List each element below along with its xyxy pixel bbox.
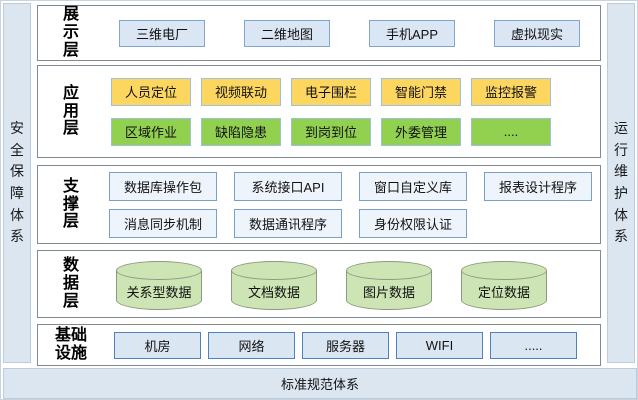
right-band-operations-system: 运行维护体系 xyxy=(607,3,635,363)
presentation-box: 虚拟现实 xyxy=(494,19,580,47)
application-box: 智能门禁 xyxy=(381,77,461,106)
layer-support-content: 数据库操作包 系统接口API 窗口自定义库 报表设计程序 消息同步机制 数据通讯… xyxy=(104,166,600,243)
layer-label: 展示层 xyxy=(62,6,79,59)
database-cylinder: 关系型数据 xyxy=(116,261,202,310)
database-label: 关系型数据 xyxy=(126,284,192,300)
data-row: 关系型数据 文档数据 图片数据 定位数据 xyxy=(104,258,600,310)
support-row-2: 消息同步机制 数据通讯程序 身份权限认证 xyxy=(104,208,600,238)
layer-application: 应用层 人员定位 视频联动 电子围栏 智能门禁 监控报警 区域作业 缺陷隐患 到… xyxy=(37,65,601,158)
application-row-2: 区域作业 缺陷隐患 到岗到位 外委管理 .... xyxy=(104,117,600,146)
left-band-label: 安全保障体系 xyxy=(10,119,24,245)
layer-label: 应用层 xyxy=(62,84,79,138)
application-box: 电子围栏 xyxy=(291,77,371,106)
infrastructure-box: 网络 xyxy=(208,331,295,359)
application-box: 视频联动 xyxy=(201,77,281,106)
application-row-1: 人员定位 视频联动 电子围栏 智能门禁 监控报警 xyxy=(104,77,600,106)
application-box-ellipsis: .... xyxy=(471,117,551,146)
layer-data-content: 关系型数据 文档数据 图片数据 定位数据 xyxy=(104,251,600,317)
infrastructure-box: WIFI xyxy=(396,331,483,359)
database-label: 图片数据 xyxy=(362,284,415,300)
database-cylinder: 文档数据 xyxy=(231,261,317,310)
presentation-box: 二维地图 xyxy=(244,19,330,47)
layer-label: 数据层 xyxy=(62,257,79,310)
application-box: 缺陷隐患 xyxy=(201,117,281,146)
layer-support-label-wrap: 支撑层 xyxy=(38,166,104,243)
layer-presentation-label-wrap: 展示层 xyxy=(38,6,104,60)
infrastructure-box-ellipsis: ..... xyxy=(490,331,577,359)
application-box: 外委管理 xyxy=(381,117,461,146)
presentation-box: 三维电厂 xyxy=(119,19,205,47)
database-label: 文档数据 xyxy=(247,284,300,300)
layer-application-label-wrap: 应用层 xyxy=(38,66,104,157)
layer-data: 数据层 关系型数据 文档数据 图片数据 定位数据 xyxy=(37,250,601,318)
layer-infrastructure-label-wrap: 基础设施 xyxy=(38,325,104,365)
left-band-security-system: 安全保障体系 xyxy=(3,3,31,363)
infrastructure-row: 机房 网络 服务器 WIFI ..... xyxy=(104,331,600,359)
layer-support: 支撑层 数据库操作包 系统接口API 窗口自定义库 报表设计程序 消息同步机制 … xyxy=(37,165,601,244)
application-box: 到岗到位 xyxy=(291,117,371,146)
layer-label: 基础设施 xyxy=(54,326,87,362)
support-box: 报表设计程序 xyxy=(484,171,592,201)
support-box: 系统接口API xyxy=(234,171,342,201)
support-box: 数据通讯程序 xyxy=(234,208,342,238)
layer-infrastructure: 基础设施 机房 网络 服务器 WIFI ..... xyxy=(37,324,601,366)
presentation-box: 手机APP xyxy=(369,19,455,47)
infrastructure-box: 服务器 xyxy=(302,331,389,359)
database-cylinder: 定位数据 xyxy=(461,261,547,310)
application-box: 监控报警 xyxy=(471,77,551,106)
support-row-1: 数据库操作包 系统接口API 窗口自定义库 报表设计程序 xyxy=(104,171,600,201)
presentation-row: 三维电厂 二维地图 手机APP 虚拟现实 xyxy=(104,19,600,47)
bottom-band-standards-system: 标准规范体系 xyxy=(3,368,637,399)
right-band-label: 运行维护体系 xyxy=(614,119,628,245)
support-box: 身份权限认证 xyxy=(359,208,467,238)
layer-label: 支撑层 xyxy=(62,177,79,231)
application-box: 区域作业 xyxy=(111,117,191,146)
database-label: 定位数据 xyxy=(477,284,530,300)
support-box: 数据库操作包 xyxy=(109,171,217,201)
application-box: 人员定位 xyxy=(111,77,191,106)
support-box: 消息同步机制 xyxy=(109,208,217,238)
bottom-band-label: 标准规范体系 xyxy=(280,377,359,392)
layer-presentation: 展示层 三维电厂 二维地图 手机APP 虚拟现实 xyxy=(37,5,601,61)
database-cylinder: 图片数据 xyxy=(346,261,432,310)
layer-application-content: 人员定位 视频联动 电子围栏 智能门禁 监控报警 区域作业 缺陷隐患 到岗到位 … xyxy=(104,66,600,157)
layer-data-label-wrap: 数据层 xyxy=(38,251,104,317)
layer-presentation-content: 三维电厂 二维地图 手机APP 虚拟现实 xyxy=(104,6,600,60)
layer-infrastructure-content: 机房 网络 服务器 WIFI ..... xyxy=(104,325,600,365)
infrastructure-box: 机房 xyxy=(114,331,201,359)
support-box: 窗口自定义库 xyxy=(359,171,467,201)
